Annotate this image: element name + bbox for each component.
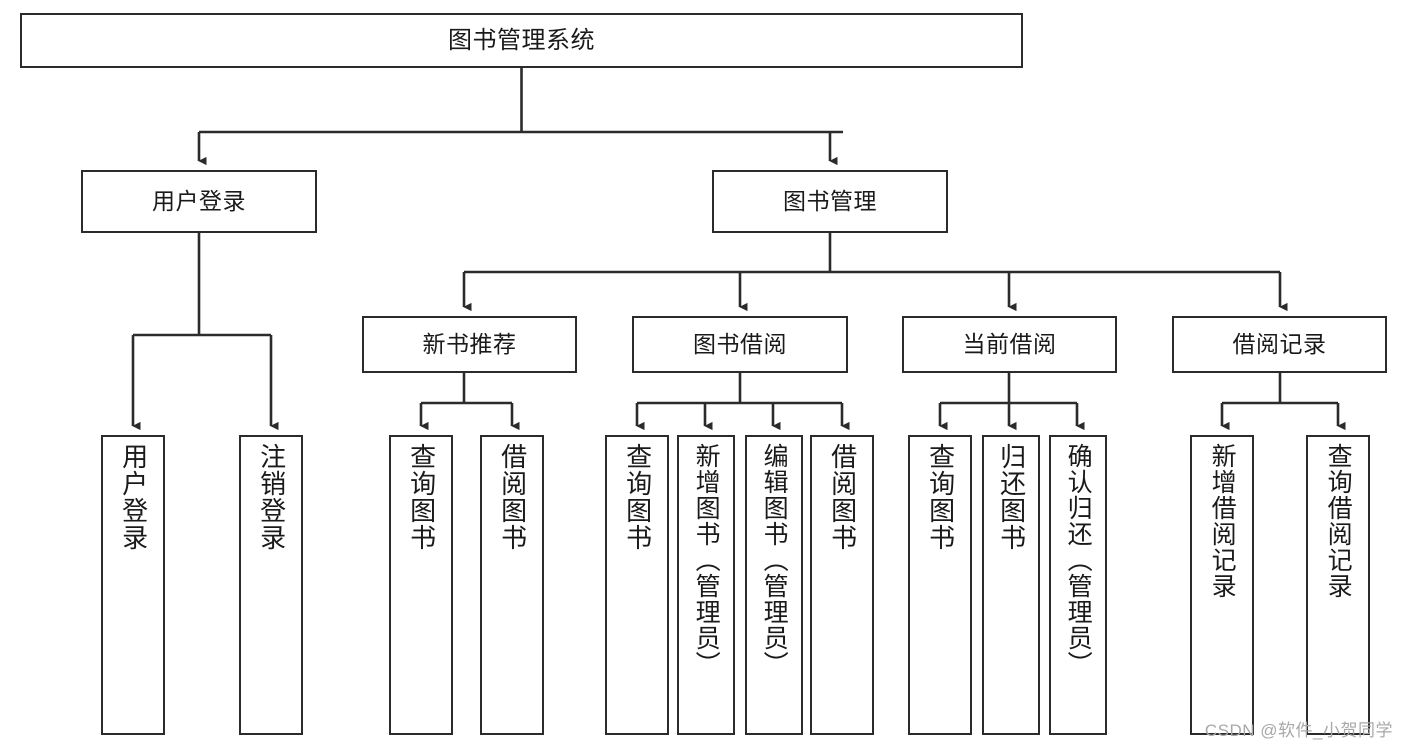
node-root-book-management-system[interactable]: 图书管理系统 [20, 13, 1023, 68]
node-label: 图书管理 [783, 188, 877, 214]
node-label: 借阅记录 [1232, 331, 1327, 357]
node-book-management[interactable]: 图书管理 [712, 170, 948, 233]
leaf-borrow-book-newbook[interactable]: 借阅图书 [480, 435, 544, 735]
node-label: 图书管理系统 [448, 26, 595, 54]
leaf-borrow-book-borrowing[interactable]: 借阅图书 [810, 435, 874, 735]
node-label: 查询图书 [406, 443, 437, 551]
node-new-book-recommendation[interactable]: 新书推荐 [362, 316, 577, 373]
leaf-logout[interactable]: 注销登录 [239, 435, 303, 735]
node-label: 查询图书 [925, 443, 956, 551]
node-label: 新增图书（管理员） [692, 443, 721, 677]
node-label: 新书推荐 [422, 331, 517, 357]
csdn-watermark: CSDN @软件_小贺同学 [1204, 721, 1393, 740]
node-borrow-record[interactable]: 借阅记录 [1172, 316, 1387, 373]
node-label: 新增借阅记录 [1208, 443, 1237, 599]
leaf-return-book[interactable]: 归还图书 [982, 435, 1040, 735]
leaf-query-borrow-record[interactable]: 查询借阅记录 [1306, 435, 1370, 735]
leaf-edit-book-admin[interactable]: 编辑图书（管理员） [745, 435, 803, 735]
node-label: 注销登录 [256, 443, 287, 551]
node-label: 查询借阅记录 [1324, 443, 1353, 599]
node-label: 借阅图书 [497, 443, 528, 551]
node-book-borrowing[interactable]: 图书借阅 [632, 316, 848, 373]
leaf-add-book-admin[interactable]: 新增图书（管理员） [677, 435, 735, 735]
node-label: 借阅图书 [827, 443, 858, 551]
node-label: 当前借阅 [962, 331, 1057, 357]
leaf-add-borrow-record[interactable]: 新增借阅记录 [1190, 435, 1254, 735]
leaf-confirm-return-admin[interactable]: 确认归还（管理员） [1049, 435, 1107, 735]
node-label: 查询图书 [622, 443, 653, 551]
leaf-user-login[interactable]: 用户登录 [101, 435, 165, 735]
node-label: 用户登录 [152, 188, 246, 214]
leaf-query-book-borrowing[interactable]: 查询图书 [605, 435, 669, 735]
node-user-login[interactable]: 用户登录 [81, 170, 317, 233]
node-label: 确认归还（管理员） [1064, 443, 1093, 677]
leaf-query-book-current[interactable]: 查询图书 [908, 435, 972, 735]
node-label: 图书借阅 [693, 331, 787, 357]
node-current-borrowing[interactable]: 当前借阅 [902, 316, 1117, 373]
node-label: 编辑图书（管理员） [760, 443, 789, 677]
node-label: 归还图书 [996, 443, 1027, 551]
leaf-query-book-newbook[interactable]: 查询图书 [389, 435, 453, 735]
node-label: 用户登录 [118, 443, 149, 551]
